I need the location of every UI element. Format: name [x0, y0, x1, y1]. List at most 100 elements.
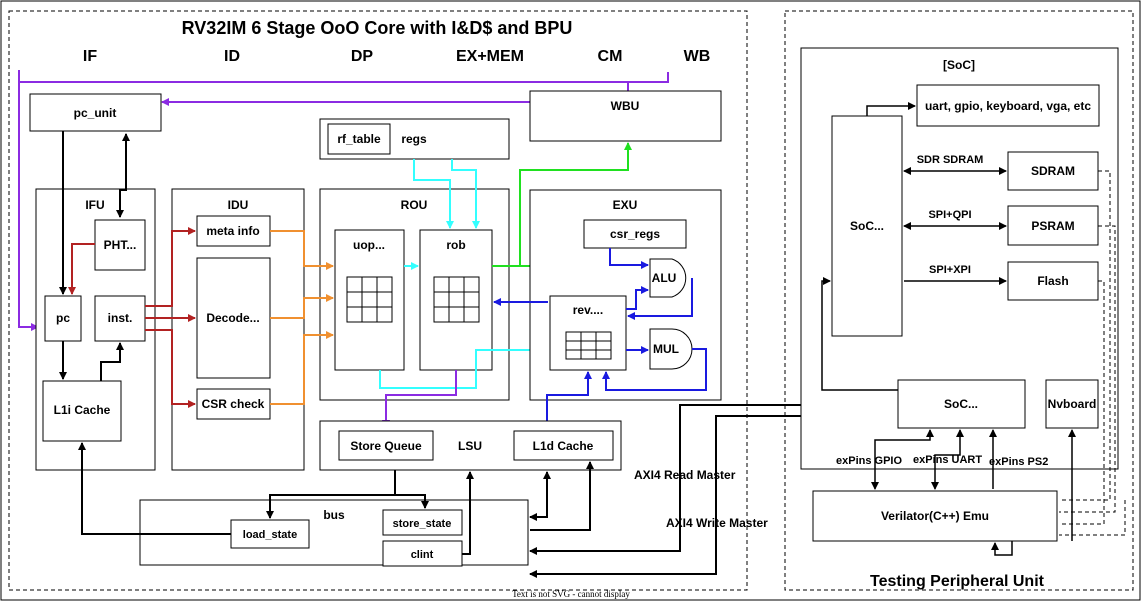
soc-outer-block — [897, 379, 1026, 429]
store-queue-label: Store Queue — [350, 439, 422, 453]
load-state-block — [230, 519, 310, 549]
stage-dp: DP — [351, 48, 374, 65]
store-state-block — [382, 509, 463, 536]
pc-unit-label: pc_unit — [74, 106, 117, 120]
bus-label: bus — [323, 508, 345, 522]
core-title: RV32IM 6 Stage OoO Core with I&D$ and BP… — [182, 18, 573, 38]
sdram-emu-dashed — [1059, 170, 1111, 501]
csr-to-alu-arrow — [609, 248, 649, 269]
uop-label: uop... — [353, 238, 385, 252]
alu-gate-icon — [649, 258, 687, 298]
stage-wb: WB — [684, 48, 711, 65]
lsu-to-storestate-arrow — [395, 494, 429, 509]
alu-to-rev-arrow — [627, 278, 693, 320]
gpio-label: exPins GPIO — [836, 455, 902, 467]
store-queue-block — [338, 430, 434, 461]
soc-to-uart-arrow — [866, 102, 916, 116]
pht-label: PHT... — [104, 238, 137, 252]
flash-label: Flash — [1037, 274, 1068, 288]
rev-label: rev.... — [573, 303, 603, 317]
inst-label: inst. — [108, 311, 133, 325]
decode-block — [196, 257, 271, 379]
stage-if: IF — [83, 48, 97, 65]
decode-label: Decode... — [206, 311, 259, 325]
bus-l1d-write-arrow — [530, 461, 594, 531]
pc-unit-block — [29, 93, 162, 132]
wbu-block — [529, 90, 722, 142]
stage-id: ID — [224, 48, 240, 65]
stage-exmem: EX+MEM — [456, 48, 524, 65]
axi-write-label: AXI4 Write Master — [666, 516, 768, 530]
rou-label: ROU — [401, 198, 428, 212]
alu-label: ALU — [652, 271, 677, 285]
soc-group-label: [SoC] — [943, 58, 975, 72]
csr-to-uop-arrow — [270, 331, 334, 405]
load-state-label: load_state — [243, 529, 297, 541]
socouter-to-inner-arrow — [821, 277, 898, 391]
idu-label: IDU — [228, 198, 249, 212]
rob-grid-icon — [433, 276, 480, 323]
regs-label: regs — [401, 132, 427, 146]
uop-to-rev-arrow — [379, 346, 549, 389]
nvboard-label: Nvboard — [1048, 397, 1097, 411]
csr-regs-block — [583, 219, 687, 249]
l1d-label: L1d Cache — [533, 439, 594, 453]
emu-block — [812, 490, 1058, 542]
peripheral-boundary — [784, 10, 1134, 591]
uart-etc-label: uart, gpio, keyboard, vga, etc — [925, 99, 1091, 113]
psram-emu-dashed — [1059, 225, 1116, 513]
decode-to-uop-arrow — [270, 294, 334, 319]
ifu-label: IFU — [85, 198, 104, 212]
pht-pcunit-arrow — [116, 133, 130, 218]
rob-label: rob — [446, 238, 465, 252]
rob-to-wbu-arrow — [492, 142, 632, 267]
clint-block — [382, 540, 463, 567]
mul-to-rev-arrow — [602, 348, 707, 391]
lsu-to-loadstate-arrow — [266, 470, 396, 519]
emu-label: Verilator(C++) Emu — [881, 509, 989, 523]
rev-to-alu-arrow — [626, 286, 649, 310]
csr-check-block — [196, 388, 271, 420]
pc-label: pc — [56, 311, 70, 325]
l1i-to-inst-arrow — [100, 342, 124, 381]
gpio-arrow — [871, 429, 934, 490]
lsu-label: LSU — [458, 439, 482, 453]
bus-l1d-read-arrow — [529, 471, 551, 521]
sdram-label: SDRAM — [1031, 164, 1075, 178]
psram-link-label: SPI+QPI — [928, 209, 971, 221]
uop-grid-icon — [346, 276, 393, 323]
uart-etc-block — [916, 84, 1100, 127]
csr-regs-label: csr_regs — [610, 227, 660, 241]
peripheral-title: Testing Peripheral Unit — [870, 573, 1045, 590]
soc-outer-label: SoC... — [944, 397, 978, 411]
inst-to-meta-arrow — [145, 227, 196, 307]
flash-link-label: SPI+XPI — [929, 264, 971, 276]
soc-inner-block — [831, 115, 903, 337]
uart-label: exPins UART — [913, 454, 982, 466]
soc-inner-label: SoC... — [850, 219, 884, 233]
meta-info-block — [196, 215, 271, 247]
l1i-block — [42, 380, 122, 442]
rf-to-rob-arrow-2 — [451, 159, 480, 229]
ps2-label: exPins PS2 — [989, 456, 1048, 468]
inst-block — [94, 295, 146, 342]
rf-table-block — [327, 123, 391, 155]
mul-label: MUL — [653, 342, 679, 356]
meta-to-uop-arrow — [270, 230, 334, 270]
sdram-link-label: SDR SDRAM — [917, 154, 984, 166]
psram-label: PSRAM — [1031, 219, 1074, 233]
psram-block — [1007, 205, 1099, 246]
exu-label: EXU — [613, 198, 638, 212]
wbu-label: WBU — [611, 99, 640, 113]
pc-block — [44, 295, 82, 342]
extra-emu-dashed — [1059, 500, 1126, 536]
loadstate-to-l1i-arrow — [78, 442, 231, 535]
wb-redirect-arrow — [18, 70, 669, 331]
stage-cm: CM — [598, 48, 623, 65]
flash-block — [1007, 261, 1099, 301]
uart-arrow — [931, 429, 964, 490]
meta-info-label: meta info — [206, 224, 259, 238]
rf-table-label: rf_table — [337, 132, 381, 146]
